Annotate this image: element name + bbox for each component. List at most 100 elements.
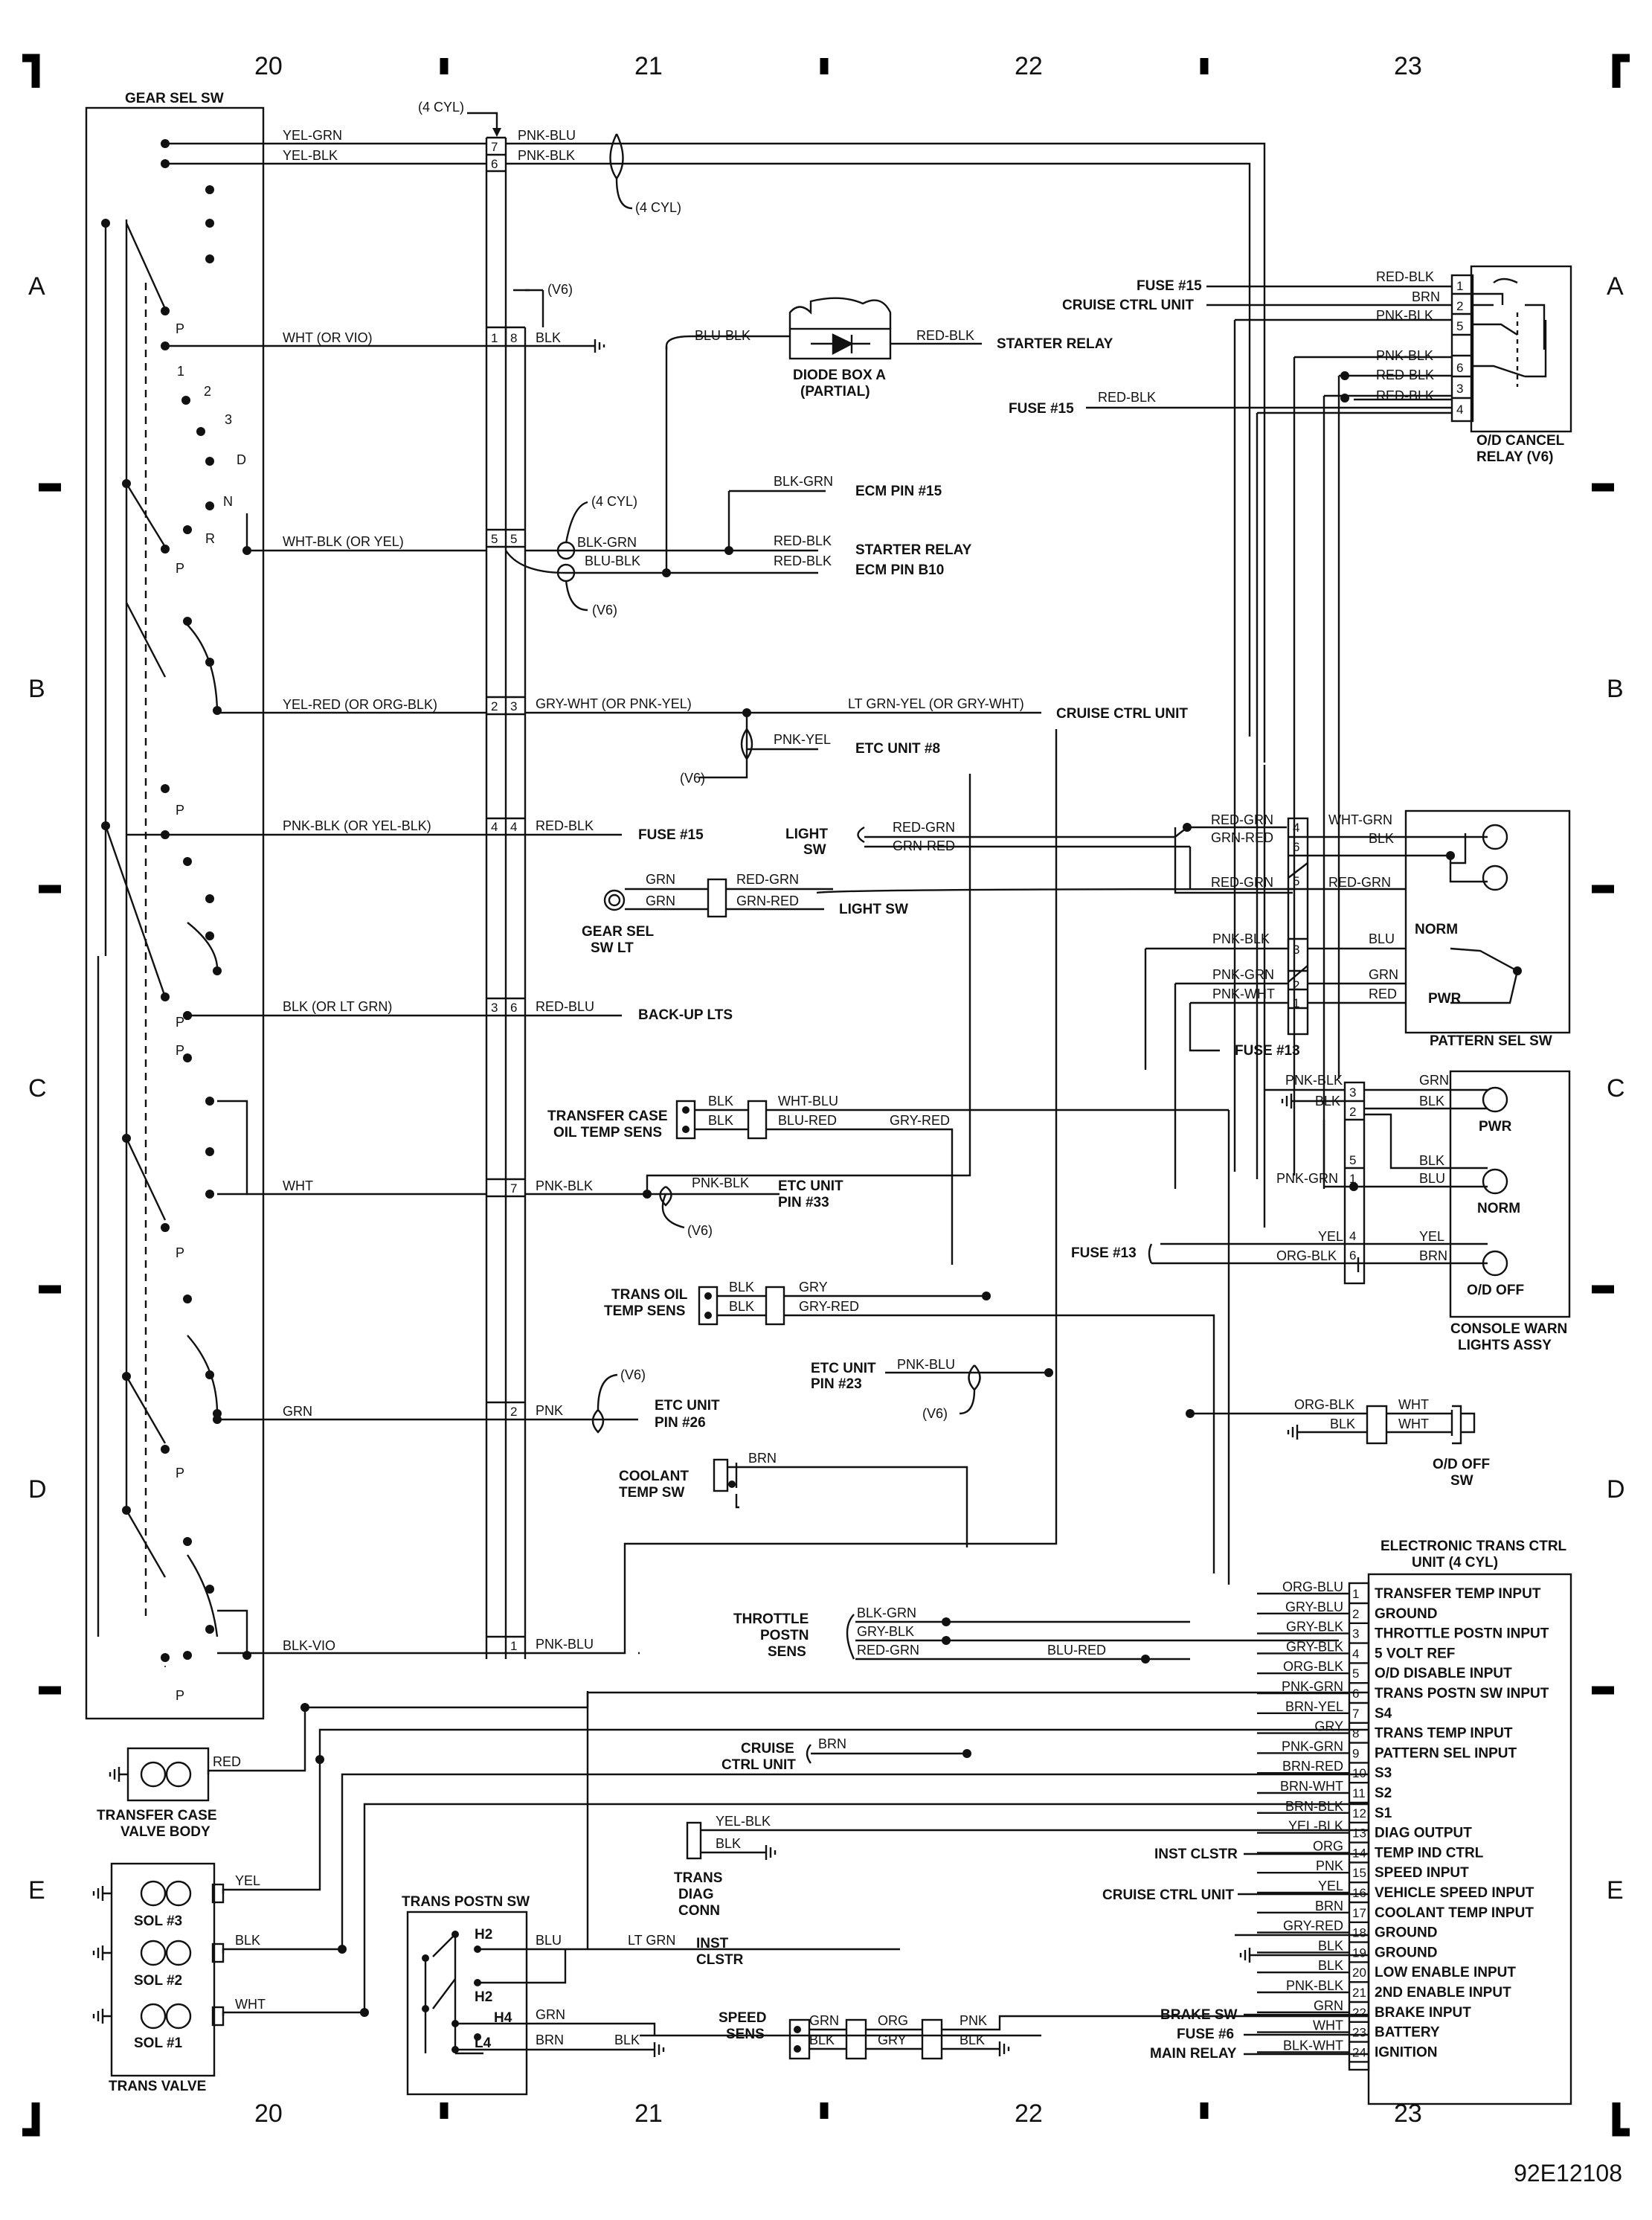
ps-pin-6a: 6 (1293, 840, 1299, 854)
wire-wht-od1: WHT (1398, 1397, 1429, 1412)
etcu-pin-label: GROUND (1375, 1945, 1437, 1960)
wire-red-blu: RED-BLU (536, 999, 594, 1014)
cw-pin-6: 6 (1349, 1248, 1356, 1263)
dest-etc-unit-pin33-b: PIN #33 (778, 1195, 829, 1210)
etcu-pin-label: PATTERN SEL INPUT (1375, 1745, 1517, 1761)
variant-v6-5: (V6) (620, 1367, 646, 1382)
dest-fuse13-2: FUSE #13 (1071, 1245, 1137, 1261)
dest-cruise-ctrl-unit-2: CRUISE CTRL UNIT (1062, 298, 1194, 313)
dest-inst-clstr-1: INST (696, 1936, 729, 1951)
trans-oil-temp-1: TRANS OIL (611, 1287, 688, 1303)
wire-pnk-blk-pin7: PNK-BLK (536, 1178, 593, 1193)
dest-ecm-pin-b10: ECM PIN B10 (855, 562, 944, 578)
wire-blk-ps: BLK (1369, 831, 1394, 846)
wire-pnk-blu-bottom: PNK-BLU (536, 1637, 594, 1652)
gear-pos-n: N (223, 494, 233, 509)
wire-blk-cw: BLK (1315, 1094, 1340, 1109)
etcu-pin-number: 17 (1352, 1906, 1366, 1920)
od-wire-6: RED-BLK (1376, 388, 1434, 403)
gear-sel-sw: GEAR SEL SW P 1 2 (85, 91, 265, 1720)
wire-red-blk-diode: RED-BLK (916, 328, 974, 343)
etcu-wire-color: GRY-BLK (1286, 1620, 1343, 1634)
wire-pnk-blk-ps: PNK-BLK (1212, 931, 1270, 946)
dest-etc-unit-pin26-b: PIN #26 (655, 1415, 706, 1431)
cruise-lbl-1: CRUISE (741, 1741, 794, 1757)
etcu-title-1: ELECTRONIC TRANS CTRL (1381, 1539, 1567, 1554)
gear-sel-sw-label: GEAR SEL SW (125, 91, 224, 106)
etcu-pin-number: 24 (1352, 2045, 1366, 2059)
gear-pos-p-7: P (176, 1466, 184, 1480)
wire-pnk-blk-etc: PNK-BLK (692, 1175, 749, 1190)
wire-yel-cw2: YEL (1419, 1229, 1444, 1244)
grid-row-a-left: A (28, 272, 45, 301)
conn-pin-3b: 3 (510, 699, 517, 713)
tps-h2-a: H2 (475, 1927, 492, 1943)
tps-l4: L4 (475, 2035, 492, 2051)
wire-pnk-yel: PNK-YEL (774, 732, 831, 747)
etcu-wire-color: GRN (1314, 1998, 1343, 2013)
wire-grn-ss: GRN (809, 2013, 839, 2028)
grid-col-20-top: 20 (254, 52, 283, 80)
wire-grn-red-ps: GRN-RED (1211, 830, 1273, 845)
etcu-pin-number: 22 (1352, 2006, 1366, 2020)
dest-fuse15-3: FUSE #15 (1009, 401, 1074, 417)
od-pin-2: 2 (1456, 299, 1463, 313)
grid-row-b-right: B (1607, 675, 1624, 703)
od-wire-1: RED-BLK (1376, 269, 1434, 284)
wire-org-ss: ORG (878, 2013, 908, 2028)
wire-red-grn-tps: RED-GRN (857, 1643, 919, 1658)
wire-org-blk-cw: ORG-BLK (1276, 1248, 1337, 1263)
etcu-pin-label: 2ND ENABLE INPUT (1375, 1985, 1511, 2001)
wire-red-ps: RED (1369, 987, 1397, 1001)
wire-grn-cw: GRN (1419, 1073, 1449, 1088)
od-pin-3: 3 (1456, 382, 1463, 396)
ps-pin-1a: 1 (1293, 996, 1299, 1010)
grid-row-d-left: D (28, 1475, 47, 1504)
etcu-pin-number: 7 (1352, 1707, 1359, 1721)
wire-blk-od: BLK (1330, 1417, 1355, 1431)
etcu-pin-number: 10 (1352, 1766, 1366, 1780)
gear-pos-d: D (237, 452, 246, 467)
etcu-wire-color: PNK-GRN (1282, 1739, 1343, 1754)
gear-pos-p-6: P (176, 1245, 184, 1260)
pattern-pwr: PWR (1428, 991, 1462, 1007)
cw-pin-5: 5 (1349, 1153, 1356, 1167)
od-pin-4: 4 (1456, 402, 1463, 417)
lights-and-pattern: LIGHT SW RED-GRN GRN-RED RED-GRN GRN-RED… (582, 809, 1571, 1189)
etcu-pin-label: TRANS POSTN SW INPUT (1375, 1686, 1549, 1701)
etcu-wire-color: ORG-BLU (1282, 1579, 1343, 1594)
etcu-pin-number: 18 (1352, 1926, 1366, 1940)
dest-fuse15-2: FUSE #15 (1137, 278, 1202, 294)
wire-grn-lt1: GRN (646, 872, 675, 887)
wire-lt-grn: LT GRN (628, 1933, 675, 1948)
wire-red-grn-ps2: RED-GRN (1211, 875, 1273, 890)
sol-3: SOL #3 (134, 1913, 182, 1929)
gear-sel-sw-lt-1: GEAR SEL (582, 924, 655, 940)
wire-blk-ss: BLK (809, 2033, 835, 2047)
conn-pin-3a: 3 (491, 1001, 498, 1015)
wire-red-blk-starter: RED-BLK (774, 533, 832, 548)
dest-etc-unit-pin23-b: PIN #23 (811, 1376, 862, 1392)
etcu-pin-label: S2 (1375, 1786, 1392, 1801)
dest-fuse13-1: FUSE #13 (1235, 1043, 1300, 1059)
console-lamp-pwr: PWR (1479, 1119, 1512, 1135)
gear-sel-sw-box (85, 106, 265, 1720)
etcu-pin-number: 11 (1352, 1786, 1366, 1800)
etcu-pin-number: 16 (1352, 1886, 1366, 1900)
wire-blk-cw3: BLK (1419, 1153, 1444, 1168)
wire-pnk-blk-cw: PNK-BLK (1285, 1073, 1343, 1088)
etcu-wire-color: BRN-WHT (1280, 1779, 1343, 1794)
console-warn-lights: PNK-BLK BLK GRN BLK BLK BLU PNK-GRN YEL … (1071, 1070, 1571, 1353)
wire-wht-grn: WHT-GRN (1328, 812, 1392, 827)
etcu-pin-number: 8 (1352, 1727, 1359, 1741)
od-pin-6: 6 (1456, 361, 1463, 375)
wire-brn-coolant: BRN (748, 1451, 777, 1466)
wire-brn-cruise: BRN (818, 1736, 846, 1751)
od-relay-label-1: O/D CANCEL (1476, 433, 1565, 449)
etcu-wire-color: GRY (1314, 1719, 1343, 1734)
etcu-wire-color: GRY-BLU (1285, 1600, 1343, 1614)
etcu-external: INST CLSTR CRUISE CTRL UNIT BRAKE SW FUS… (1102, 1847, 1238, 2062)
grid-col-20-bottom: 20 (254, 2099, 283, 2128)
dest-brake-sw: BRAKE SW (1160, 2007, 1238, 2023)
